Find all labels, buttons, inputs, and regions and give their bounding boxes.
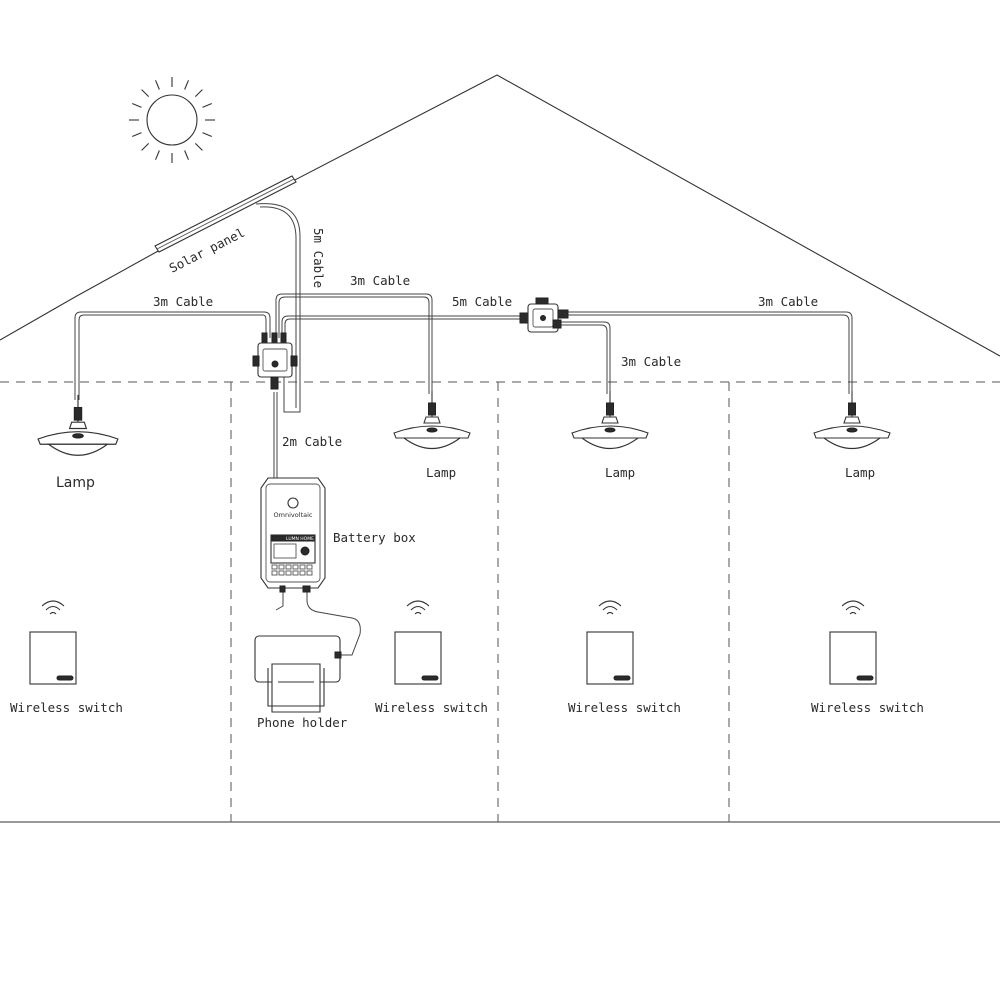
cable-label-3m-left: 3m Cable — [153, 294, 213, 309]
house-outline — [0, 74, 1000, 823]
cable-label-3m-drop: 3m Cable — [621, 354, 681, 369]
lamp-3 — [571, 390, 649, 450]
cable-label-3m-right: 3m Cable — [758, 294, 818, 309]
battery-key — [299, 564, 306, 570]
lamp-1-label: Lamp — [56, 475, 95, 491]
sun-ray — [194, 142, 203, 151]
battery-key — [292, 570, 299, 576]
battery-key — [271, 570, 278, 576]
battery-key — [306, 564, 313, 570]
sun-ray — [202, 103, 212, 108]
lamp-3-label: Lamp — [605, 465, 635, 480]
sun-ray — [184, 80, 189, 90]
battery-key — [285, 570, 292, 576]
wifi-icon-2 — [406, 600, 430, 615]
battery-key — [299, 570, 306, 576]
sun-ray — [132, 132, 142, 137]
battery-box-label: Battery box — [333, 530, 416, 545]
lamp-2 — [393, 390, 471, 450]
phone-holder-label: Phone holder — [257, 715, 348, 730]
wireless-switch-4-label: Wireless switch — [811, 700, 924, 715]
wireless-switch-3-label: Wireless switch — [568, 700, 681, 715]
solar-panel — [154, 175, 297, 253]
battery-key — [285, 564, 292, 570]
wifi-icon-4 — [841, 600, 865, 615]
lamp-4-label: Lamp — [845, 465, 875, 480]
battery-key — [278, 570, 285, 576]
battery-box: Omnivoltaic LUMN HOME — [260, 477, 326, 593]
battery-key — [278, 564, 285, 570]
junction-box — [252, 332, 298, 390]
sun-ray — [202, 132, 212, 137]
sun-icon — [129, 77, 215, 163]
wifi-icon-3 — [598, 600, 622, 615]
sun-ray — [141, 142, 150, 151]
wireless-switch-4 — [829, 631, 877, 685]
cable-label-3m-top: 3m Cable — [350, 273, 410, 288]
wireless-switch-1-label: Wireless switch — [10, 700, 123, 715]
battery-key — [292, 564, 299, 570]
solar-panel-label: Solar panel — [167, 225, 248, 276]
cable-splitter — [519, 297, 569, 333]
cable-label-5m-mid: 5m Cable — [452, 294, 512, 309]
wireless-switch-2-label: Wireless switch — [375, 700, 488, 715]
wifi-icon-1 — [41, 600, 65, 615]
wireless-switch-2 — [394, 631, 442, 685]
battery-model: LUMN HOME — [286, 536, 314, 542]
lamp-1 — [37, 394, 119, 456]
cable-label-2m: 2m Cable — [282, 434, 342, 449]
battery-logo-icon — [287, 497, 299, 509]
sun-ray — [141, 89, 150, 98]
sun-ray — [194, 89, 203, 98]
battery-key — [306, 570, 313, 576]
lamp-2-label: Lamp — [426, 465, 456, 480]
battery-brand: Omnivoltaic — [274, 511, 313, 519]
sun-ray — [132, 103, 142, 108]
cables — [74, 203, 853, 656]
phone-holder — [254, 635, 342, 713]
battery-key — [271, 564, 278, 570]
cable-label-5m-vertical: 5m Cable — [311, 228, 326, 288]
lamp-4 — [813, 390, 891, 450]
sun-ray — [155, 80, 160, 90]
sun-ray — [155, 150, 160, 160]
wireless-switch-1 — [29, 631, 77, 685]
wireless-switch-3 — [586, 631, 634, 685]
sun-ray — [184, 150, 189, 160]
